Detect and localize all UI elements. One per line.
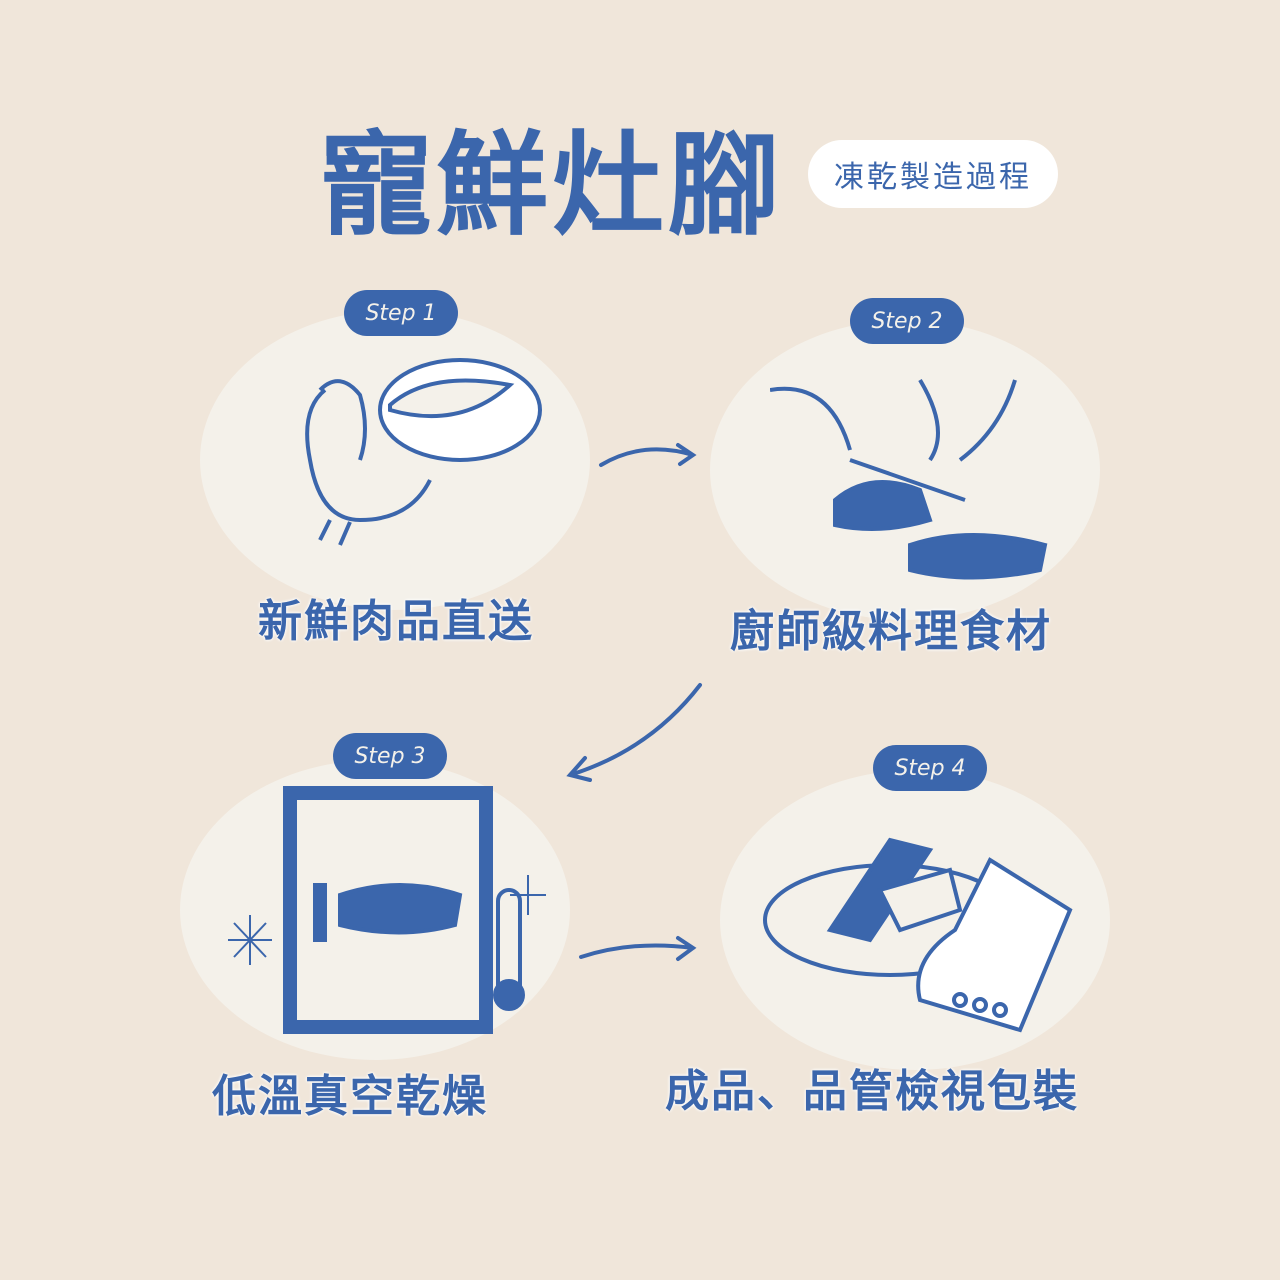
arrow-right-icon <box>599 443 697 467</box>
step-4-label: 成品、品管檢視包裝 <box>665 1066 1079 1117</box>
arrow-right-icon <box>579 936 697 961</box>
step-2-badge: Step 2 <box>850 298 964 344</box>
step-3-badge: Step 3 <box>333 733 447 779</box>
product-package-illustration <box>763 837 1073 1033</box>
step-4-badge: Step 4 <box>873 745 987 791</box>
arrow-down-left-icon <box>566 683 702 782</box>
step-2-label: 廚師級料理食材 <box>730 606 1052 657</box>
chef-cutting-illustration <box>770 378 1048 580</box>
step-1-backdrop <box>200 310 590 610</box>
step-1-badge: Step 1 <box>344 290 458 336</box>
chicken-fish-illustration <box>305 358 542 546</box>
freeze-dryer-illustration <box>228 786 546 1034</box>
page-title: 寵鮮灶腳 <box>320 121 784 251</box>
step-3-label: 低溫真空乾燥 <box>212 1071 488 1122</box>
subtitle-badge: 凍乾製造過程 <box>808 140 1058 208</box>
step-1-label: 新鮮肉品直送 <box>258 596 534 647</box>
